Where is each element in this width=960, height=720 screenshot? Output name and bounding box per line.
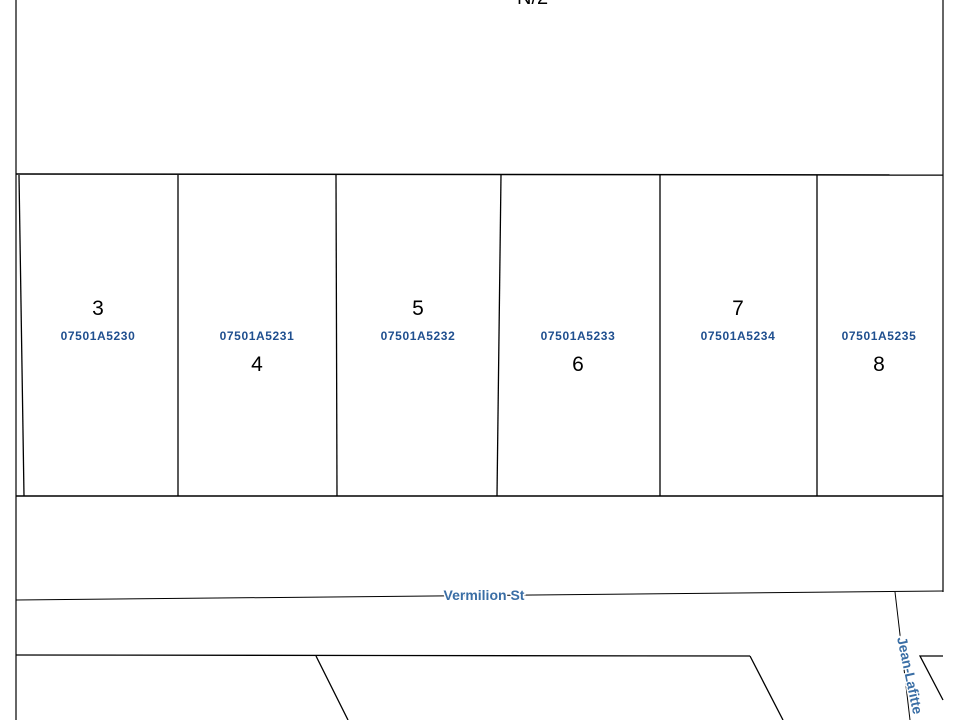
block-top-boundary — [15, 173, 944, 176]
parcel-id-lot-6[interactable]: 07501A5233 — [541, 329, 616, 343]
lot-divider-5-6 — [496, 174, 502, 497]
lot-number-6: 6 — [572, 353, 584, 376]
parcel-id-lot-7[interactable]: 07501A5234 — [701, 329, 776, 343]
jean-lafitte-row-line — [894, 591, 911, 720]
street-label-vermilion: Vermilion St — [444, 587, 525, 603]
parcel-id-lot-3[interactable]: 07501A5230 — [61, 329, 136, 343]
parcel-id-lot-5[interactable]: 07501A5232 — [381, 329, 456, 343]
lower-lot-divider-a — [315, 655, 349, 720]
top-parcel-label: N/2 — [517, 0, 548, 9]
parcel-id-lot-8[interactable]: 07501A5235 — [842, 329, 917, 343]
lot-number-7: 7 — [732, 297, 744, 320]
corner-parcel-outline — [918, 655, 944, 701]
lot-number-8: 8 — [873, 353, 885, 376]
lot-divider-3-left — [18, 174, 25, 497]
parcel-id-lot-4[interactable]: 07501A5231 — [220, 329, 295, 343]
lot-divider-4-5 — [335, 174, 338, 497]
lower-block-top-boundary — [15, 654, 751, 657]
lot-number-4: 4 — [251, 353, 263, 376]
lower-lot-divider-b — [749, 655, 784, 720]
street-label-jean-lafitte: Jean-Lafitte — [894, 635, 926, 715]
vermilion-st-row-line — [15, 590, 944, 601]
lot-number-5: 5 — [412, 297, 424, 320]
lot-number-3: 3 — [92, 297, 104, 320]
